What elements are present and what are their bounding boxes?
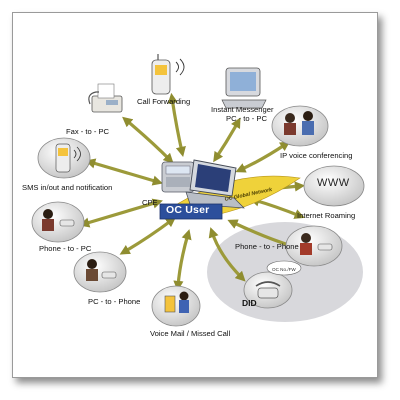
label-messenger-pc-to-pc: PC - to - PC	[226, 114, 267, 123]
arrow-pc-to-phone	[119, 216, 177, 255]
label-ip-voice-conferencing: IP voice conferencing	[280, 151, 353, 160]
label-cpe: CPE	[142, 198, 158, 207]
arrow-call-forwarding	[167, 92, 186, 157]
oc-user-box	[159, 203, 223, 220]
label-sms: SMS in/out and notification	[22, 183, 113, 192]
arrow-internet-roaming	[249, 196, 305, 219]
label-oc-no-fw: OC No./FW	[272, 267, 296, 272]
label-phone-to-pc: Phone - to - PC	[39, 244, 92, 253]
label-did: DID	[242, 298, 257, 308]
mobile-phone-icon-sms	[37, 137, 91, 179]
fax-machine-icon	[88, 83, 123, 113]
label-fax-to-pc: Fax - to - PC	[66, 127, 110, 136]
arrow-did	[208, 227, 246, 282]
did-phone-icon	[243, 271, 293, 309]
arrow-phone-to-pc	[79, 198, 163, 228]
person-on-phone-icon-pc-to-phone	[73, 251, 127, 293]
center-node	[159, 159, 301, 220]
arrow-sms	[85, 158, 163, 186]
label-internet-roaming: Internet Roaming	[297, 211, 356, 220]
label-phone-to-phone: Phone - to - Phone	[235, 242, 299, 251]
mobile-phone-icon-call-forwarding	[151, 54, 185, 95]
arrow-messenger	[213, 117, 241, 163]
label-call-forwarding: Call Forwarding	[137, 97, 191, 106]
voicemail-person-icon	[151, 285, 201, 327]
label-instant-messenger: Instant Messenger	[211, 105, 274, 114]
label-voice-mail: Voice Mail / Missed Call	[150, 329, 231, 338]
www-globe-icon	[303, 165, 365, 207]
person-on-phone-icon-phone-to-phone	[285, 225, 343, 267]
speech-bubble-oc-no	[266, 260, 302, 276]
person-on-phone-icon-phone-to-pc	[31, 201, 85, 243]
people-conference-icon	[271, 105, 329, 147]
label-www: WWW	[317, 177, 350, 189]
arrow-fax	[122, 116, 174, 164]
connector-arrows	[79, 92, 306, 292]
label-pc-to-phone: PC - to - Phone	[88, 297, 141, 306]
label-oc-user: OC User	[166, 204, 210, 216]
arrow-voice-mail	[173, 229, 192, 292]
desktop-pc-icon-messenger	[221, 67, 267, 109]
arrow-ip-conference	[235, 141, 291, 173]
